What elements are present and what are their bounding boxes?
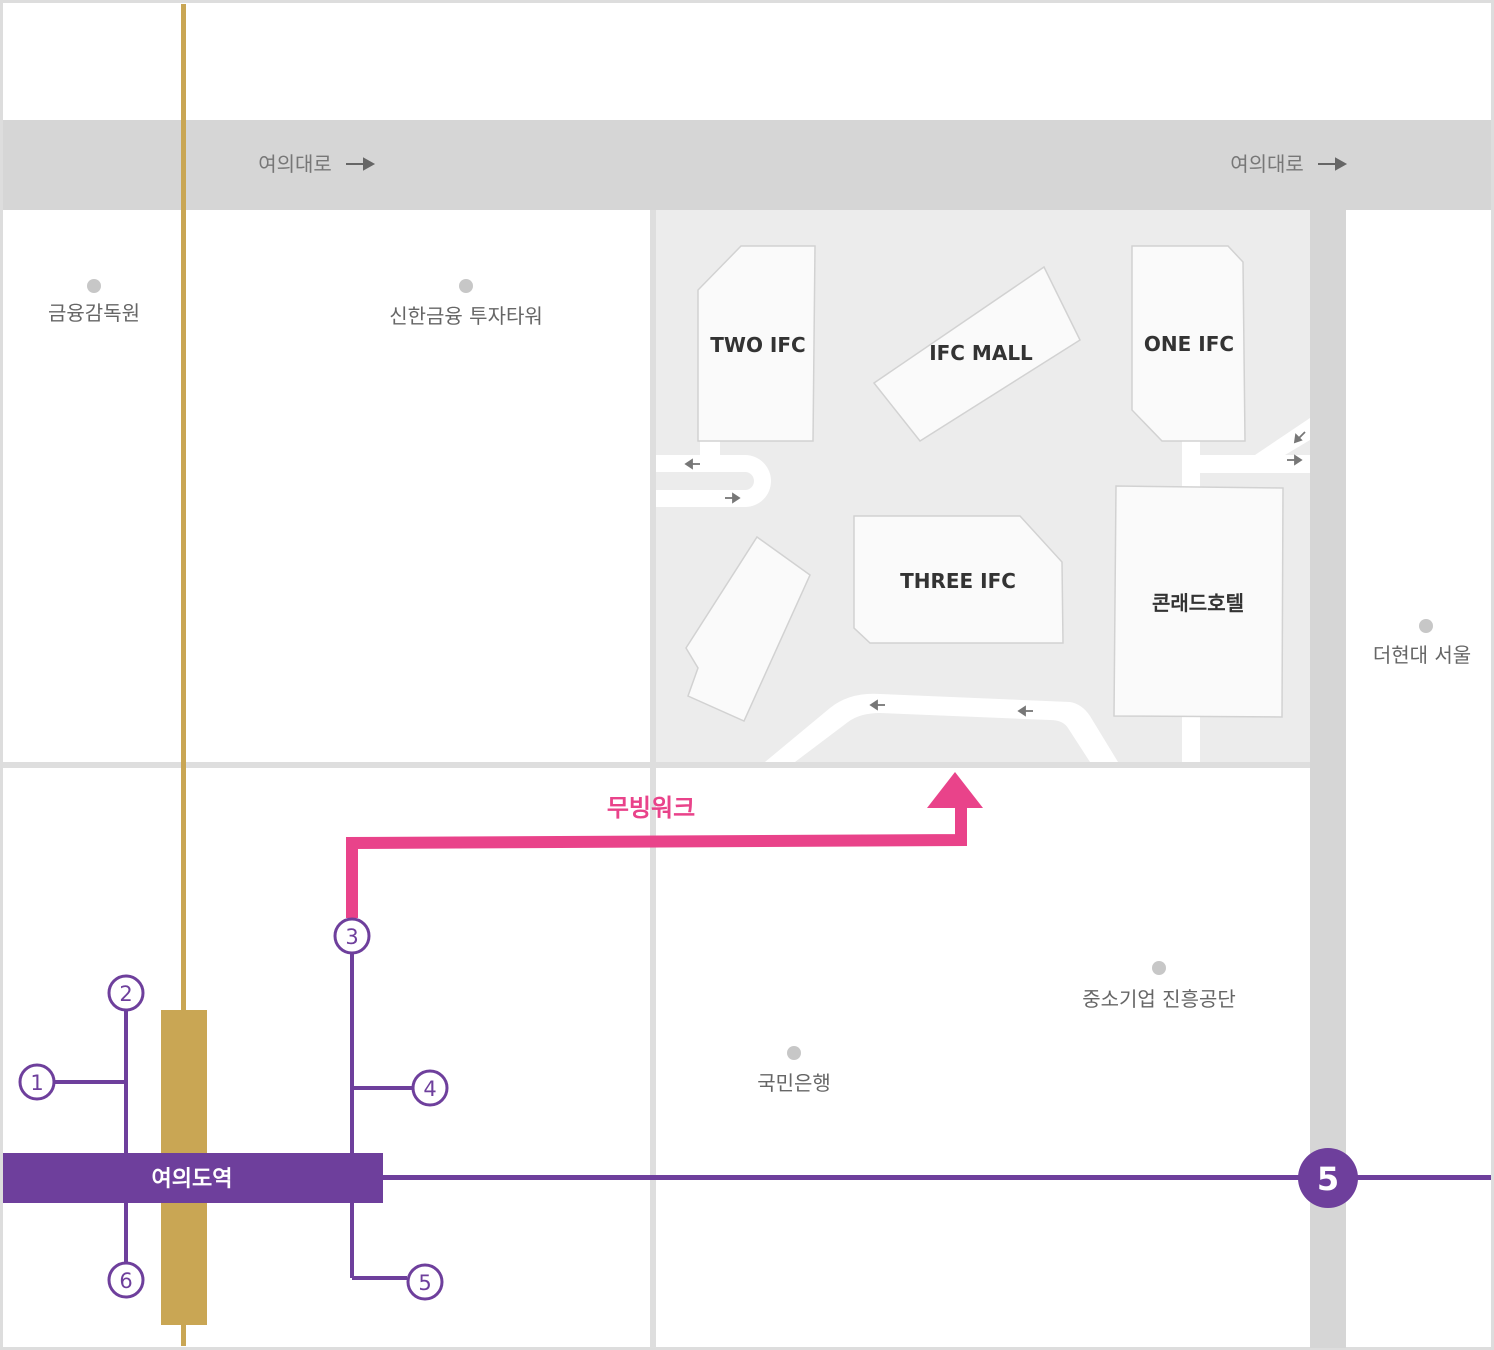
gold-line-9: [181, 4, 186, 1346]
exit-3-number: 3: [345, 925, 358, 949]
vertical-street-middle: [650, 210, 656, 1348]
exit-1-number: 1: [30, 1071, 43, 1095]
shinhan-label: 신한금융 투자타워: [389, 304, 543, 328]
moving-walk-route: [346, 800, 967, 918]
road-label-right: 여의대로: [1230, 152, 1304, 176]
exit-3-circle: [333, 917, 371, 955]
yeouido-station-platform: [3, 1153, 383, 1203]
road-label-left: 여의대로: [258, 152, 332, 176]
annex-building: [685, 535, 811, 722]
conrad-hotel-label: 콘래드호텔: [1152, 591, 1244, 615]
ifc-buildings: [685, 245, 1284, 722]
yeouidaero-road: [3, 120, 1491, 210]
moving-walk-arrowhead: [927, 772, 983, 808]
fss-label: 금융감독원: [48, 301, 140, 325]
line-5-badge: [1298, 1148, 1358, 1208]
traffic-arrows: [684, 431, 1306, 717]
exit-4-number: 4: [423, 1077, 436, 1101]
three-ifc-building: [853, 515, 1064, 644]
road-direction-arrows: [346, 157, 1348, 171]
station-name: 여의도역: [152, 1167, 233, 1192]
exit-1-circle: [18, 1063, 56, 1101]
fss-dot: [87, 279, 101, 293]
sbc-dot: [1152, 961, 1166, 975]
one-ifc-building: [1131, 245, 1246, 442]
hyundai-dot: [1419, 619, 1433, 633]
exit-connectors: [55, 954, 412, 1280]
ifc-mall-label: IFC MALL: [929, 341, 1033, 365]
exit-6-circle: [107, 1261, 145, 1299]
purple-line-5: [383, 1175, 1491, 1180]
sbc-label: 중소기업 진흥공단: [1082, 987, 1236, 1011]
kb-dot: [787, 1046, 801, 1060]
exit-5-number: 5: [418, 1271, 431, 1295]
moving-walk-label: 무빙워크: [607, 794, 695, 822]
two-ifc-label: TWO IFC: [710, 333, 805, 357]
shinhan-dot: [459, 279, 473, 293]
landmark-dots: [87, 279, 1433, 1060]
three-ifc-label: THREE IFC: [900, 569, 1016, 593]
one-ifc-label: ONE IFC: [1144, 332, 1234, 356]
conrad-hotel-building: [1113, 485, 1284, 718]
exit-6-number: 6: [119, 1269, 132, 1293]
exit-circles: [18, 917, 449, 1301]
exit-2-circle: [107, 974, 145, 1012]
hyundai-label: 더현대 서울: [1373, 643, 1471, 667]
horizontal-street: [3, 762, 1310, 768]
exit-2-number: 2: [119, 982, 132, 1006]
exit-4-circle: [411, 1069, 449, 1107]
ifc-mall-building: [872, 265, 1081, 442]
exit-5-circle: [406, 1263, 444, 1301]
kb-label: 국민은행: [757, 1071, 831, 1095]
two-ifc-building: [697, 245, 816, 442]
line-5-badge-number: 5: [1317, 1160, 1339, 1198]
